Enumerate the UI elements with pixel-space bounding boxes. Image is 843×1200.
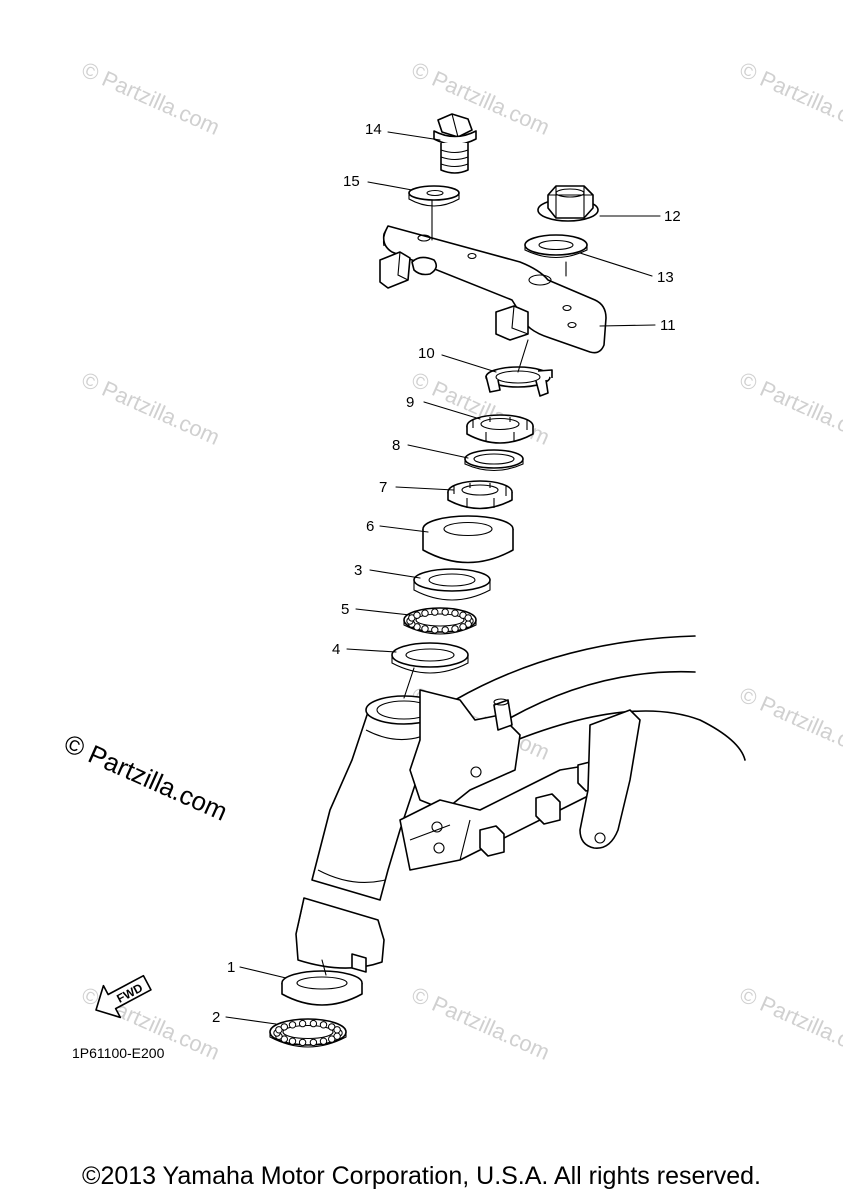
bearing-ball [421, 609, 429, 617]
label-12: 12 [664, 208, 681, 225]
bearing-ball [280, 1023, 288, 1031]
bearing-ball [288, 1021, 297, 1029]
bearing-ball [441, 626, 449, 634]
watermark-6: © Partzilla.com [736, 367, 843, 450]
label-11: 11 [660, 317, 676, 334]
bearing-ball [421, 625, 429, 633]
label-9: 9 [406, 394, 414, 411]
watermark-11: © Partzilla.com [736, 982, 843, 1065]
part-12-nut [537, 185, 599, 222]
part-6-seal [422, 515, 514, 564]
bearing-ball [333, 1026, 341, 1034]
part-8-washer [464, 449, 524, 472]
bearing-ball [431, 608, 439, 616]
part-11-bracket [379, 225, 607, 354]
label-6: 6 [366, 518, 374, 535]
label-15: 15 [343, 173, 360, 190]
part-10-lockwasher [485, 366, 553, 397]
part-14-bolt [433, 113, 477, 174]
part-3-race [413, 568, 491, 601]
bearing-ball [319, 1037, 328, 1045]
part-9-ringnut [466, 414, 534, 444]
bearing-ball [309, 1019, 318, 1028]
bearing-ball [298, 1038, 307, 1047]
bearing-ball [451, 609, 459, 617]
watermark-3: © Partzilla.com [736, 57, 843, 140]
frame [295, 635, 746, 973]
watermark-1: © Partzilla.com [78, 57, 224, 140]
label-8: 8 [392, 437, 400, 454]
part-15-washer [408, 185, 460, 207]
bearing-ball [464, 614, 472, 622]
part-1-race [281, 970, 363, 1006]
label-14: 14 [365, 121, 382, 138]
part-13-washer [524, 234, 588, 258]
bearing-ball [288, 1037, 297, 1045]
bearing-ball [459, 623, 467, 631]
label-4: 4 [332, 641, 340, 658]
label-3: 3 [354, 562, 362, 579]
label-10: 10 [418, 345, 435, 362]
diagram-code: 1P61100-E200 [72, 1045, 165, 1061]
part-5-ballbearing [403, 607, 477, 635]
part-labels: 14 15 12 13 11 10 9 8 7 6 3 5 4 1 2 [212, 121, 681, 1026]
copyright-text: ©2013 Yamaha Motor Corporation, U.S.A. A… [82, 1162, 761, 1190]
fwd-arrow-icon: FWD [95, 974, 152, 1019]
bearing-ball [413, 611, 421, 619]
bearing-ball [328, 1035, 336, 1043]
bearing-ball [431, 626, 439, 634]
part-2-ballbearing [269, 1018, 347, 1048]
label-5: 5 [341, 601, 349, 618]
bearing-ball [319, 1021, 328, 1029]
bearing-ball [441, 608, 449, 616]
label-13: 13 [657, 269, 674, 286]
label-1: 1 [227, 959, 235, 976]
label-7: 7 [379, 479, 387, 496]
watermark-2: © Partzilla.com [408, 57, 554, 140]
watermark-10: © Partzilla.com [408, 982, 554, 1065]
bearing-ball [451, 625, 459, 633]
part-4-race [391, 642, 469, 674]
part-7-ringnut [447, 480, 513, 510]
watermark-8: © Partzilla.com [736, 682, 843, 765]
label-2: 2 [212, 1009, 220, 1026]
bearing-ball [298, 1019, 307, 1028]
bearing-ball [309, 1038, 318, 1047]
watermark-4: © Partzilla.com [78, 367, 224, 450]
leader-lines [225, 131, 661, 1025]
